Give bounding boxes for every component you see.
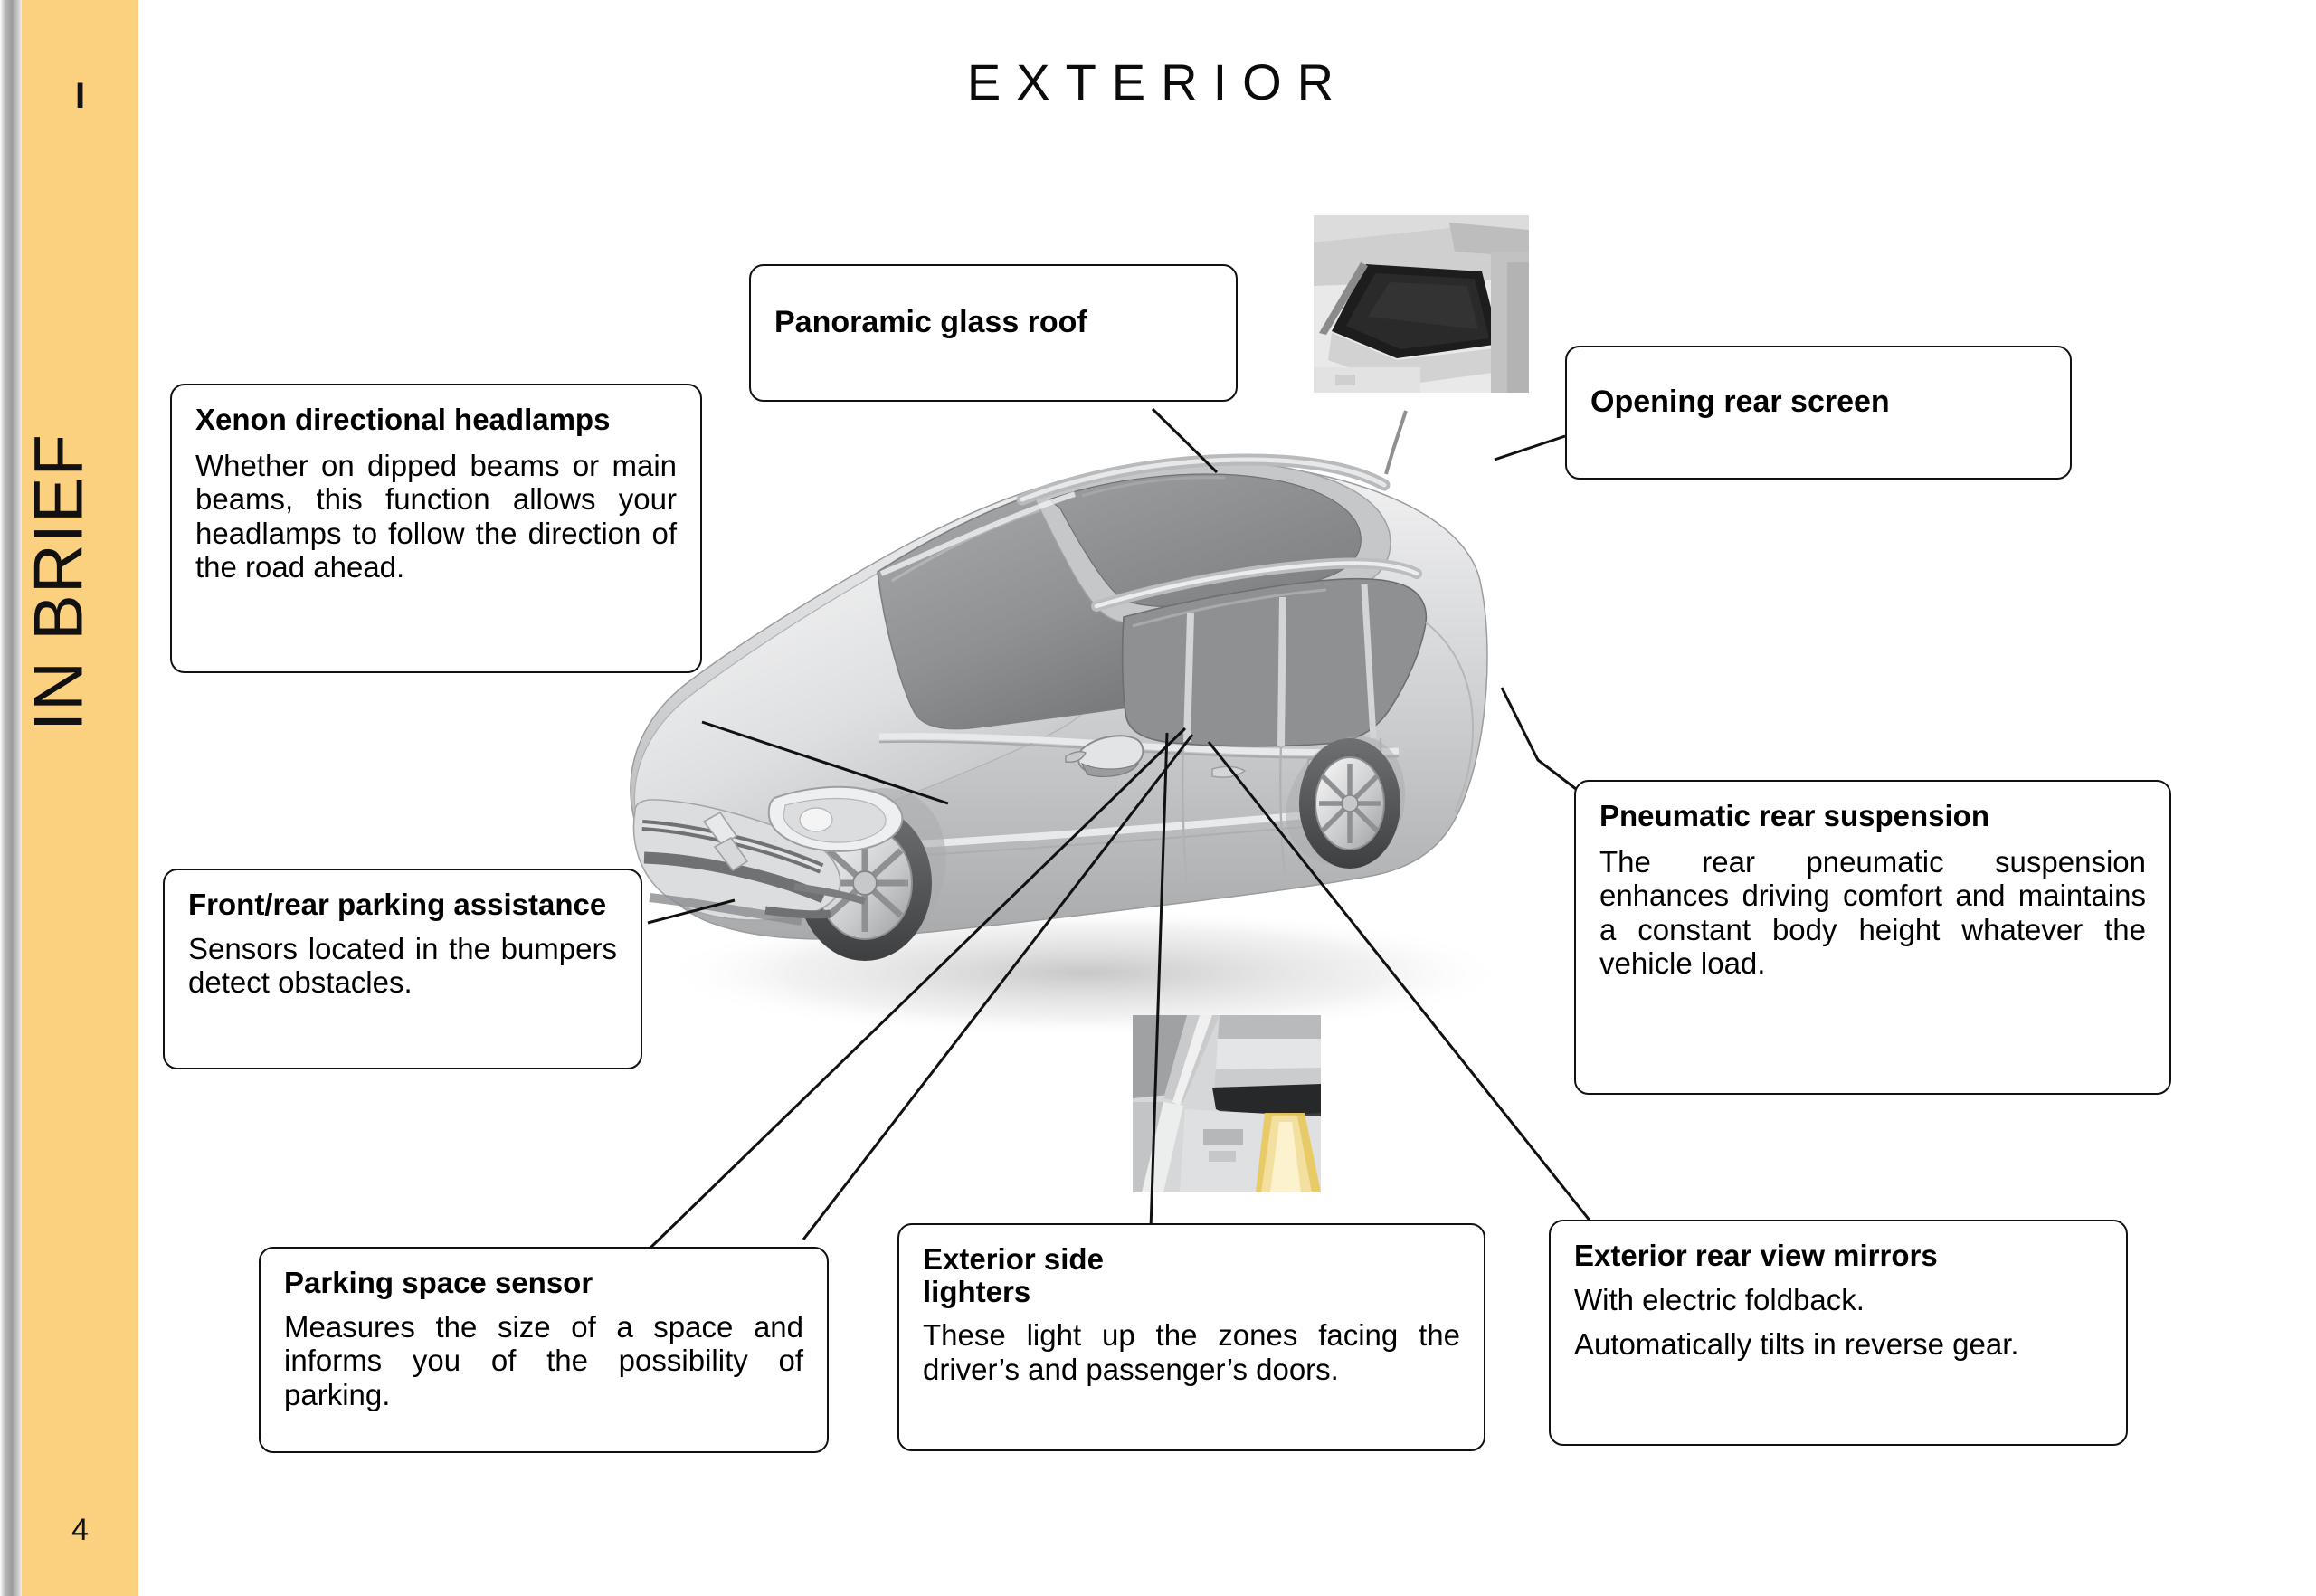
callout-body: The rear pneumatic suspension enhances d… — [1599, 844, 2146, 980]
page-title: EXTERIOR — [966, 53, 1350, 110]
page-number: 4 — [71, 1513, 89, 1547]
callout-heading: Pneumatic rear suspension — [1599, 799, 1989, 832]
chapter-title: IN BRIEF — [20, 433, 98, 731]
opening-rear-screen-photo — [1314, 215, 1529, 393]
callout-heading: Xenon directional headlamps — [195, 403, 611, 436]
callout-exterior-rear-view-mirrors[interactable]: Exterior rear view mirrors With electric… — [1549, 1220, 2128, 1446]
section-letter: I — [74, 76, 86, 116]
callout-opening-rear-screen[interactable]: Opening rear screen — [1565, 346, 2072, 480]
callout-heading: Exterior side lighters — [923, 1242, 1104, 1308]
vehicle-illustration — [630, 410, 1511, 1038]
page-edge-shadow — [0, 0, 22, 1596]
callout-body: Whether on dipped beams or main beams, t… — [195, 448, 677, 584]
callout-heading: Exterior rear view mirrors — [1574, 1239, 1938, 1272]
callout-front-rear-parking-assistance[interactable]: Front/rear parking assistance Sensors lo… — [163, 869, 642, 1069]
section-sidebar: I 4 — [22, 0, 138, 1596]
callout-body: These light up the zones facing the driv… — [923, 1318, 1460, 1386]
callout-xenon-directional-headlamps[interactable]: Xenon directional headlamps Whether on d… — [170, 384, 702, 673]
callout-heading: Opening rear screen — [1590, 385, 1890, 419]
callout-body-1: With electric foldback. — [1574, 1282, 1865, 1316]
callout-pneumatic-rear-suspension[interactable]: Pneumatic rear suspension The rear pneum… — [1574, 780, 2171, 1095]
callout-heading: Front/rear parking assistance — [188, 888, 607, 921]
callout-body: Sensors located in the bumpers detect ob… — [188, 931, 617, 1000]
exterior-side-lighter-photo — [1133, 1015, 1321, 1192]
callout-exterior-side-lighters[interactable]: Exterior side lighters These light up th… — [897, 1223, 1485, 1451]
callout-panoramic-glass-roof[interactable]: Panoramic glass roof — [749, 264, 1238, 402]
callout-body: Measures the size of a space and informs… — [284, 1309, 803, 1411]
callout-parking-space-sensor[interactable]: Parking space sensor Measures the size o… — [259, 1247, 829, 1453]
callout-heading: Panoramic glass roof — [774, 305, 1087, 339]
callout-heading: Parking space sensor — [284, 1266, 593, 1299]
callout-body-2: Automatically tilts in reverse gear. — [1574, 1327, 2019, 1362]
